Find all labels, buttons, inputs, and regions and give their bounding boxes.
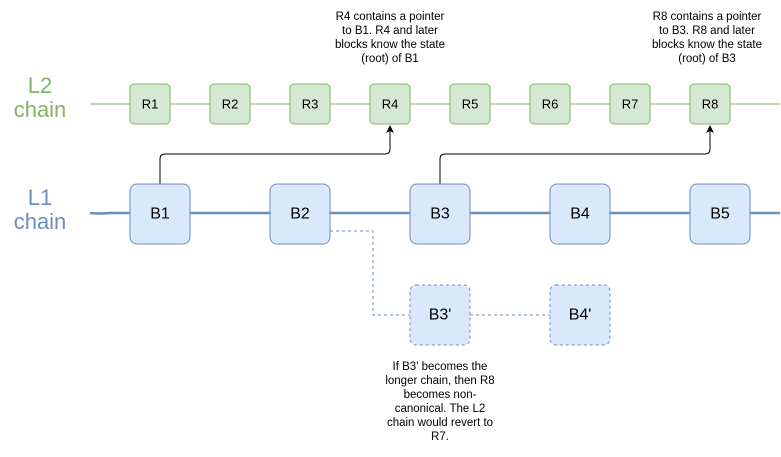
l2-block-r7-box [609, 83, 651, 125]
r4-note-line: (root) of B1 [361, 53, 419, 65]
fork-note-line: becomes non- [403, 389, 477, 401]
l2-block-r1: R1 [129, 83, 171, 125]
fork-note-line: longer chain, then R8 [385, 375, 495, 387]
l2-block-r2-box [209, 83, 251, 125]
l1-block-b2: B2 [269, 183, 331, 245]
l1-block-b3-box [409, 183, 471, 245]
l1-chain-line [89, 211, 780, 215]
arrowhead-r4 [386, 125, 394, 133]
r8-pointer-note: R8 contains a pointer to B3. R8 and late… [632, 10, 781, 66]
l2-block-r3: R3 [289, 83, 331, 125]
l2-block-r1-label: R1 [142, 97, 159, 112]
l2-label-line2: chain [13, 97, 67, 122]
l1-block-b5-box [689, 183, 751, 245]
pointer-b1-to-r4 [159, 130, 391, 184]
fork-note-line: If B3' becomes the [392, 361, 488, 373]
l2-block-r7: R7 [609, 83, 651, 125]
l2-block-r6-label: R6 [542, 97, 559, 112]
l1-block-b1: B1 [129, 183, 191, 245]
l1-block-b4-box [549, 183, 611, 245]
l1-chain-label: L1 chain [6, 186, 74, 234]
fork-note-line: canonical. The L2 [394, 403, 486, 415]
l2-block-r2: R2 [209, 83, 251, 125]
fork-block-3-prime-label: B3' [429, 307, 452, 324]
r8-note-line: R8 contains a pointer [652, 11, 762, 23]
fork-block-4-prime-label: B4' [569, 307, 592, 324]
fork-block-4-prime: B4' [549, 284, 611, 346]
l2-block-r6-box [529, 83, 571, 125]
l2-label-line1: L2 [27, 73, 53, 98]
l2-block-r5: R5 [449, 83, 491, 125]
l1-block-b2-label: B2 [290, 206, 310, 223]
r4-pointer-note: R4 contains a pointer to B1. R4 and late… [315, 10, 465, 66]
l2-block-r6: R6 [529, 83, 571, 125]
arrowhead-r8 [706, 125, 714, 133]
l2-block-r8: R8 [689, 83, 731, 125]
r4-note-line: blocks know the state [335, 39, 445, 51]
l1-block-b1-box [129, 183, 191, 245]
r4-note-line: to B1. R4 and later [342, 25, 438, 37]
l2-block-r3-label: R3 [302, 97, 319, 112]
l1-block-b5-label: B5 [710, 206, 730, 223]
l2-block-r1-box [129, 83, 171, 125]
l2-chain-label: L2 chain [6, 74, 74, 122]
fork-note: If B3' becomes the longer chain, then R8… [365, 360, 515, 444]
l1-block-b2-box [269, 183, 331, 245]
r8-note-line: blocks know the state [652, 39, 762, 51]
l1-block-b3: B3 [409, 183, 471, 245]
fork-note-line: chain would revert to [386, 417, 494, 429]
l2-block-r5-label: R5 [462, 97, 479, 112]
l2-block-r4-label: R4 [382, 97, 399, 112]
fork-block-3-prime-box [409, 284, 471, 346]
l1-label-line2: chain [13, 209, 67, 234]
l2-block-r7-label: R7 [622, 97, 639, 112]
pointer-b3-to-r8 [439, 130, 711, 184]
r4-note-line: R4 contains a pointer [335, 11, 445, 23]
l1-block-b4: B4 [549, 183, 611, 245]
l1-block-b5: B5 [689, 183, 751, 245]
l2-block-r8-box [689, 83, 731, 125]
l2-block-r4: R4 [369, 83, 411, 125]
l2-block-r5-box [449, 83, 491, 125]
l1-label-line1: L1 [27, 185, 53, 210]
l2-block-r3-box [289, 83, 331, 125]
l2-block-r4-box [369, 83, 411, 125]
fork-note-line: R7. [431, 431, 449, 443]
r8-note-line: (root) of B3 [678, 53, 736, 65]
fork-block-3-prime: B3' [409, 284, 471, 346]
r8-note-line: to B3. R8 and later [659, 25, 755, 37]
l2-block-r8-label: R8 [702, 97, 719, 112]
l1-block-b4-label: B4 [570, 206, 590, 223]
fork-block-4-prime-box [549, 284, 611, 346]
l2-block-r2-label: R2 [222, 97, 239, 112]
l1-block-b3-label: B3 [430, 206, 450, 223]
l1-block-b1-label: B1 [150, 206, 170, 223]
fork-link-b2-b3prime [330, 230, 410, 316]
